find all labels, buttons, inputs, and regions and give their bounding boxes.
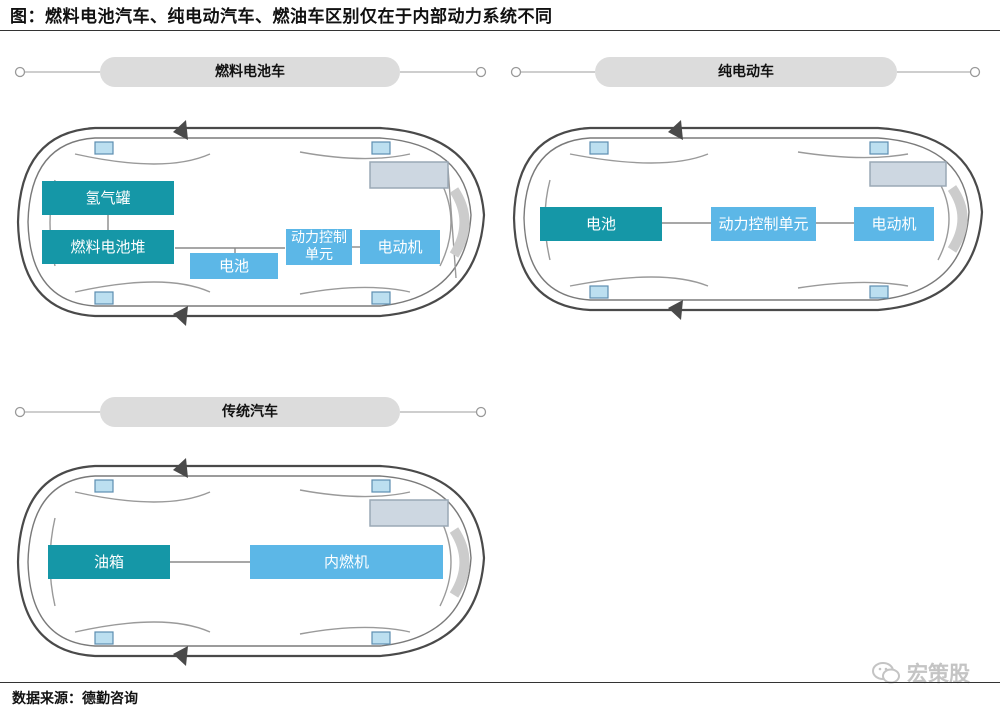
electric-motor-box: 电动机 — [360, 230, 440, 264]
panel-fuel-cell-car: 燃料电池车 氢气罐 燃料电池堆 电池 动力控制单元 电动机 — [0, 50, 500, 350]
power-control-unit-box: 动力控制单元 — [711, 207, 816, 241]
battery-box: 电池 — [190, 253, 278, 279]
fuel-cell-stack-box: 燃料电池堆 — [42, 230, 174, 264]
label-pill-conventional-car: 传统汽车 — [100, 397, 400, 427]
electric-motor-box: 电动机 — [854, 207, 934, 241]
fuel-tank-box: 油箱 — [48, 545, 170, 579]
bottom-rule — [0, 682, 1000, 683]
power-control-unit-box: 动力控制单元 — [286, 229, 352, 265]
label-pill-fuel-cell-car: 燃料电池车 — [100, 57, 400, 87]
label-pill-electric-car: 纯电动车 — [595, 57, 897, 87]
car-outline-fuel-cell — [14, 66, 487, 326]
panel-conventional-car: 传统汽车 油箱 内燃机 — [0, 390, 500, 680]
top-rule — [0, 30, 1000, 31]
figure-title: 图：燃料电池汽车、纯电动汽车、燃油车区别仅在于内部动力系统不同 — [10, 7, 553, 27]
car-outline-electric — [510, 66, 984, 320]
internal-combustion-engine-box: 内燃机 — [250, 545, 443, 579]
battery-box: 电池 — [540, 207, 662, 241]
watermark: 宏策股 — [871, 658, 970, 688]
car-outline-conventional — [14, 406, 487, 666]
hydrogen-tank-box: 氢气罐 — [42, 181, 174, 215]
panel-electric-car: 纯电动车 电池 动力控制单元 电动机 — [498, 50, 988, 350]
data-source: 数据来源：德勤咨询 — [12, 691, 138, 707]
watermark-text: 宏策股 — [907, 662, 970, 686]
